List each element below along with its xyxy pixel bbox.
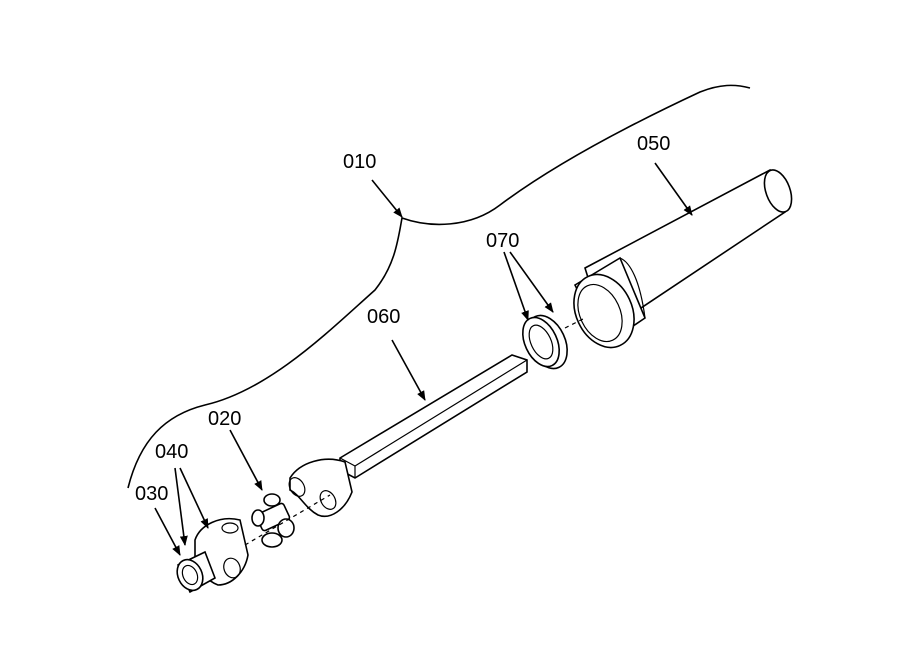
- part-060-shaft: [339, 354, 528, 479]
- leader-040a: [174, 467, 188, 546]
- part-020-cross-joint: [251, 493, 295, 548]
- leader-010: [371, 179, 403, 218]
- leader-070b: [509, 251, 554, 313]
- label-010: 010: [343, 151, 376, 173]
- assembly-axis-2: [564, 317, 586, 329]
- leader-060: [391, 339, 426, 401]
- leader-030: [154, 507, 181, 556]
- label-020: 020: [208, 408, 241, 430]
- part-030-spline-end: [176, 550, 216, 594]
- label-060: 060: [367, 306, 400, 328]
- part-050-tube: [573, 168, 793, 349]
- label-030: 030: [135, 483, 168, 505]
- label-040: 040: [155, 441, 188, 463]
- leader-040b: [179, 467, 209, 529]
- shaft-yoke: [288, 458, 353, 517]
- leader-020: [229, 429, 263, 491]
- label-070: 070: [486, 230, 519, 252]
- label-050: 050: [637, 133, 670, 155]
- part-070-bushing: [522, 314, 568, 370]
- assembly-boundary-line: [127, 84, 751, 489]
- assembly-axis: [244, 494, 331, 546]
- leader-050: [654, 162, 693, 216]
- leader-070a: [503, 251, 529, 321]
